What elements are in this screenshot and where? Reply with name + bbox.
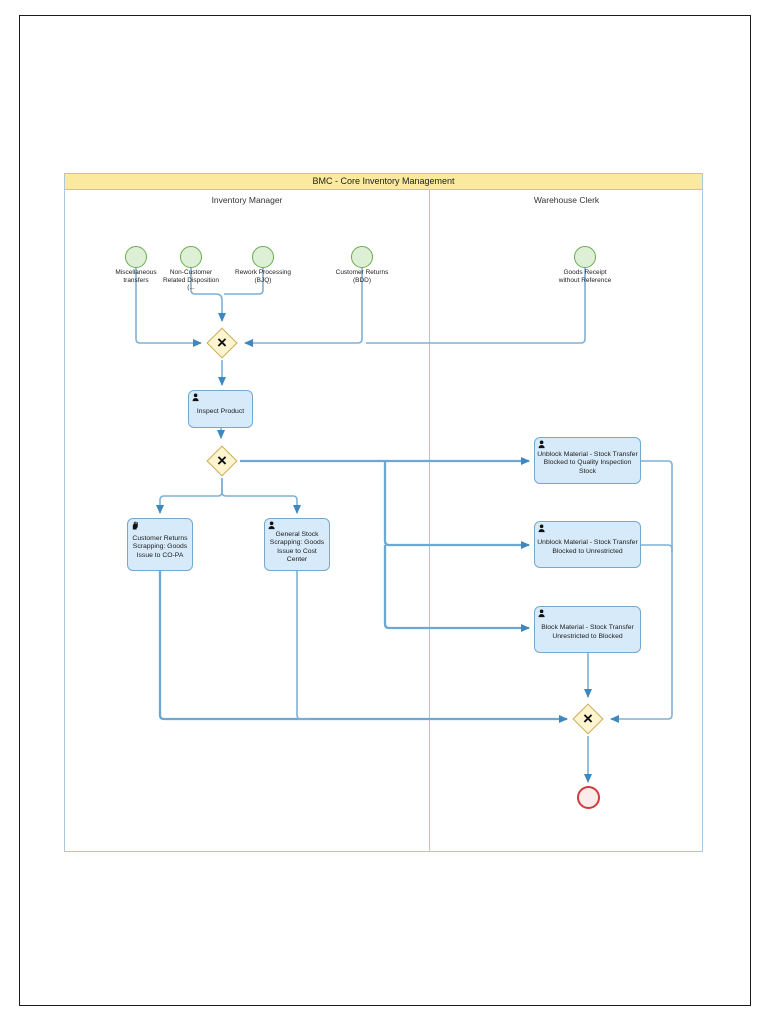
task-label: Unblock Material - Stock Transfer Blocke…: [537, 539, 638, 555]
task-customer-returns-scrapping[interactable]: Customer Returns Scrapping: Goods Issue …: [127, 518, 193, 571]
lane-label-inventory-manager: Inventory Manager: [211, 195, 283, 205]
gateway-exclusive-merge-2[interactable]: ×: [571, 702, 605, 736]
task-inspect-product[interactable]: Inspect Product: [188, 390, 253, 428]
start-event-label: Customer Returns (BDD): [335, 269, 389, 284]
task-unblock-material-quality-inspection[interactable]: Unblock Material - Stock Transfer Blocke…: [534, 437, 641, 484]
sequence-flow: [296, 571, 310, 720]
task-label: Customer Returns Scrapping: Goods Issue …: [132, 535, 188, 559]
pool-title[interactable]: BMC - Core Inventory Management: [65, 174, 702, 190]
exclusive-x-icon: ×: [217, 333, 227, 352]
sequence-flow: [221, 478, 301, 514]
task-label: Inspect Product: [196, 407, 245, 415]
hand-icon: [132, 521, 138, 530]
start-event-goods-receipt[interactable]: [574, 246, 596, 268]
end-event[interactable]: [577, 786, 600, 809]
start-event-miscellaneous-transfers[interactable]: [125, 246, 147, 268]
sequence-flow: [190, 268, 226, 322]
start-event-rework-processing[interactable]: [252, 246, 274, 268]
lane-label-warehouse-clerk: Warehouse Clerk: [533, 195, 600, 205]
start-event-label: Rework Processing (BJQ): [235, 269, 291, 284]
task-block-material-blocked[interactable]: Block Material - Stock Transfer Unrestri…: [534, 606, 641, 653]
task-label: Block Material - Stock Transfer Unrestri…: [541, 624, 634, 640]
task-unblock-material-unrestricted[interactable]: Unblock Material - Stock Transfer Blocke…: [534, 521, 641, 568]
sequence-flow: [610, 460, 673, 723]
start-event-label: Miscellaneous transfers: [115, 269, 157, 284]
sequence-flow: [135, 268, 202, 347]
exclusive-x-icon: ×: [217, 451, 227, 470]
user-icon: [538, 609, 545, 618]
sequence-flow: [641, 544, 673, 552]
sequence-flow: [244, 268, 363, 347]
gateway-exclusive-merge-1[interactable]: ×: [205, 326, 239, 360]
sequence-flow: [156, 478, 223, 514]
lane-divider: [429, 190, 430, 851]
sequence-flow: [158, 571, 568, 723]
start-event-label: Non-Customer Related Disposition (...: [162, 269, 219, 292]
user-icon: [538, 524, 545, 533]
sequence-flow: [224, 268, 264, 295]
sequence-flow: [366, 268, 586, 344]
task-label: General Stock Scrapping: Goods Issue to …: [269, 531, 325, 563]
user-icon: [268, 521, 275, 530]
sequence-flow: [383, 545, 530, 632]
task-label: Unblock Material - Stock Transfer Blocke…: [537, 451, 638, 475]
pool-core-inventory-management[interactable]: BMC - Core Inventory Management Inventor…: [64, 173, 703, 852]
start-event-non-customer-disposition[interactable]: [180, 246, 202, 268]
sequence-flow: [383, 461, 530, 549]
user-icon: [192, 393, 199, 402]
gateway-exclusive-split[interactable]: ×: [205, 444, 239, 478]
task-general-stock-scrapping[interactable]: General Stock Scrapping: Goods Issue to …: [264, 518, 330, 571]
exclusive-x-icon: ×: [583, 709, 593, 728]
user-icon: [538, 440, 545, 449]
start-event-label: Goods Receipt without Reference: [558, 269, 612, 284]
start-event-customer-returns[interactable]: [351, 246, 373, 268]
